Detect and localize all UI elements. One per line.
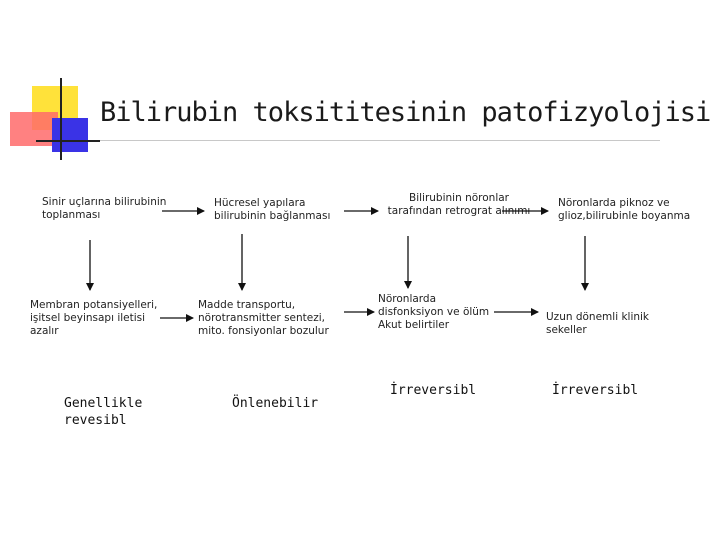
arrows-layer: [0, 0, 720, 540]
